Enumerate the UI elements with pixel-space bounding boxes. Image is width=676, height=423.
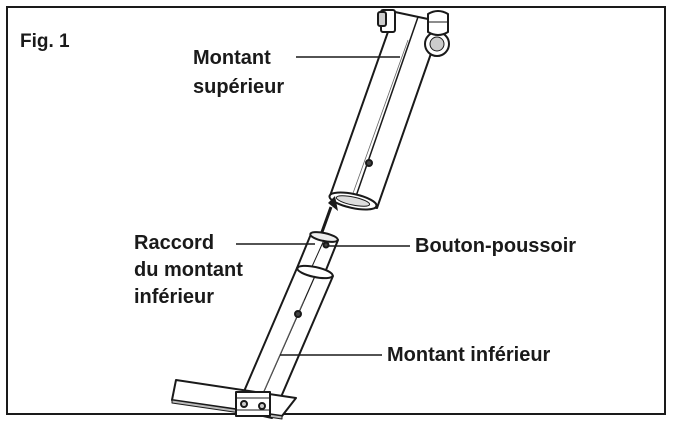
connector-label-line3: inférieur <box>134 286 215 308</box>
figure-frame <box>6 6 666 415</box>
insert-arrow <box>320 196 338 233</box>
connector-label-line1: Raccord <box>134 232 215 254</box>
upper-post-label-line2: supérieur <box>193 76 285 98</box>
arrow-head <box>328 196 338 211</box>
upper-post-label-line1: Montant <box>193 47 271 69</box>
base-plate <box>171 379 297 420</box>
upper-post <box>328 9 450 211</box>
leader-lines <box>236 56 410 356</box>
figure-label: Fig. 1 <box>20 31 70 52</box>
connector-label-line2: du montant <box>134 259 243 281</box>
push-button-label: Bouton-poussoir <box>415 235 577 257</box>
lower-post-label: Montant inférieur <box>387 344 551 366</box>
